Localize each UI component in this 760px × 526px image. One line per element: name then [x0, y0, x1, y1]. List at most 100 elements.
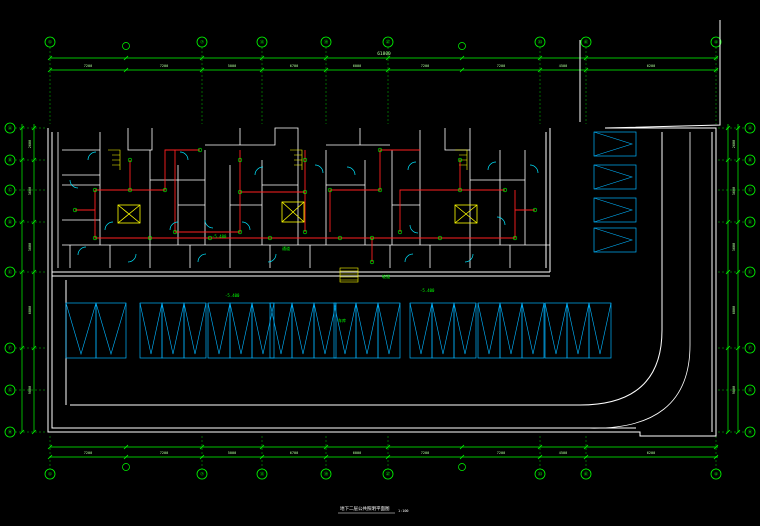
- axis-bubble-left-1-label: Ⓑ: [8, 157, 13, 164]
- light-fixture-14: [457, 157, 463, 163]
- right-dimension-value-2: 3600: [732, 243, 736, 251]
- elevation-label-ramp: -5.400: [420, 288, 435, 293]
- top-dimension-value-1: 7200: [160, 64, 168, 68]
- bottom-dimension-value-7: 4500: [559, 451, 567, 455]
- axis-bubble-bottom-2-label: ⑬: [260, 471, 265, 478]
- top-dimension-value-6: 7200: [497, 64, 505, 68]
- axis-bubble-top-2-label: ⑬: [260, 39, 265, 46]
- elevator-cores: [117, 201, 478, 224]
- axis-sub-bubble-top-0: [122, 42, 130, 50]
- axis-bubble-top-6-label: ㊶: [584, 39, 589, 46]
- axis-bubble-right-0: Ⓐ: [744, 122, 756, 134]
- axis-bubble-top-4-label: ㉗: [386, 39, 391, 46]
- top-dimension-chain: [21, 57, 739, 458]
- ramp-label: 坡道: [382, 273, 390, 279]
- bottom-dimension-value-2: 5000: [228, 451, 236, 455]
- light-fixture-4: [172, 229, 178, 235]
- left-dimension-value-3: 6800: [28, 306, 32, 314]
- axis-sub-bubble-bottom-1: [458, 463, 466, 471]
- axis-bubble-right-4: Ⓔ: [744, 266, 756, 278]
- top-dimension-value-7: 4500: [559, 64, 567, 68]
- bottom-dimension-value-6: 7200: [497, 451, 505, 455]
- parking-bay-16: [453, 302, 477, 359]
- axis-bubble-bottom-6-label: ㊶: [584, 471, 589, 478]
- drawing-title: 地下二层公共照明平面图: [340, 505, 390, 512]
- light-fixture-18: [267, 235, 273, 241]
- axis-bubble-right-1: Ⓑ: [744, 154, 756, 166]
- light-fixture-17: [207, 235, 213, 241]
- axis-bubble-right-0-label: Ⓐ: [748, 125, 753, 132]
- elevation-label-garage: -5.400: [225, 293, 240, 298]
- axis-bubble-right-3: Ⓓ: [744, 216, 756, 228]
- top-dimension-value-8: 6200: [647, 64, 655, 68]
- axis-bubble-right-5: Ⓕ: [744, 342, 756, 354]
- light-fixture-19: [337, 235, 343, 241]
- axis-bubble-right-6-label: Ⓖ: [748, 387, 753, 394]
- left-dimension-value-4: 9800: [28, 386, 32, 394]
- light-fixture-28: [72, 207, 78, 213]
- light-fixture-20: [369, 235, 375, 241]
- parking-bay-13: [377, 302, 401, 359]
- axis-bubble-top-5-label: ㉝: [538, 39, 543, 46]
- bottom-dimension-value-3: 6700: [290, 451, 298, 455]
- light-fixture-5: [237, 229, 243, 235]
- top-dimension-value-5: 7200: [421, 64, 429, 68]
- drawing-scale: 1:100: [398, 509, 409, 513]
- light-fixture-0: [92, 187, 98, 193]
- axis-bubble-left-5-label: Ⓕ: [8, 345, 13, 352]
- light-fixture-7: [302, 189, 308, 195]
- axis-bubble-right-7-label: Ⓗ: [748, 429, 753, 436]
- right-dimension-value-1: 3600: [732, 187, 736, 195]
- bottom-dimension-value-1: 7200: [160, 451, 168, 455]
- axis-bubble-top-3-label: ⑲: [324, 39, 329, 46]
- garage-area-label: 车库: [338, 317, 346, 323]
- parking-bays: [65, 131, 637, 359]
- axis-bubble-bottom-4-label: ㉗: [386, 471, 391, 478]
- top-total-dimension: 61800: [377, 51, 391, 57]
- axis-bubble-top-1-label: ⑦: [200, 40, 205, 46]
- axis-bubble-right-1-label: Ⓑ: [748, 157, 753, 164]
- parking-bay-24: [593, 164, 637, 190]
- axis-bubble-left-4-label: Ⓔ: [8, 269, 13, 276]
- axis-bubble-bottom-3-label: ⑲: [324, 471, 329, 478]
- light-fixture-26: [377, 147, 383, 153]
- axis-bubble-left-2-label: Ⓒ: [8, 187, 13, 194]
- left-dimension-value-0: 2600: [28, 140, 32, 148]
- lighting-wiring: [75, 149, 535, 262]
- corridor-label: 通道: [282, 245, 290, 251]
- axis-bubble-right-2-label: Ⓒ: [748, 187, 753, 194]
- right-dimension-value-0: 2600: [732, 140, 736, 148]
- axis-bubble-right-2: Ⓒ: [744, 184, 756, 196]
- light-fixture-22: [512, 235, 518, 241]
- light-fixture-15: [92, 235, 98, 241]
- left-dimension-value-2: 3600: [28, 243, 32, 251]
- light-fixture-10: [377, 187, 383, 193]
- right-dimension-value-3: 6800: [732, 306, 736, 314]
- interior-walls: [57, 127, 550, 268]
- light-fixture-29: [532, 207, 538, 213]
- top-dimension-value-2: 5000: [228, 64, 236, 68]
- top-dimension-value-4: 6000: [353, 64, 361, 68]
- light-fixture-27: [197, 147, 203, 153]
- parking-bay-22: [588, 302, 612, 359]
- top-dimension-value-3: 6700: [290, 64, 298, 68]
- parking-bay-1: [95, 302, 127, 359]
- axis-bubble-left-7-label: Ⓗ: [8, 429, 13, 436]
- building-outline: [47, 20, 721, 437]
- axis-sub-bubble-bottom-0: [122, 463, 130, 471]
- parking-bay-4: [183, 302, 207, 359]
- axis-bubble-right-6: Ⓖ: [744, 384, 756, 396]
- left-dimension-value-1: 3600: [28, 187, 32, 195]
- axis-sub-bubble-top-1: [458, 42, 466, 50]
- light-fixture-24: [237, 157, 243, 163]
- bottom-dimension-value-4: 6000: [353, 451, 361, 455]
- axis-bubble-right-5-label: Ⓕ: [748, 345, 753, 352]
- light-fixture-layer: [72, 147, 538, 265]
- axis-bubble-left-3-label: Ⓓ: [8, 219, 13, 226]
- parking-bay-10: [313, 302, 337, 359]
- axis-bubble-bottom-0-label: ①: [48, 472, 53, 478]
- axis-bubble-right-3-label: Ⓓ: [748, 219, 753, 226]
- light-fixture-12: [457, 187, 463, 193]
